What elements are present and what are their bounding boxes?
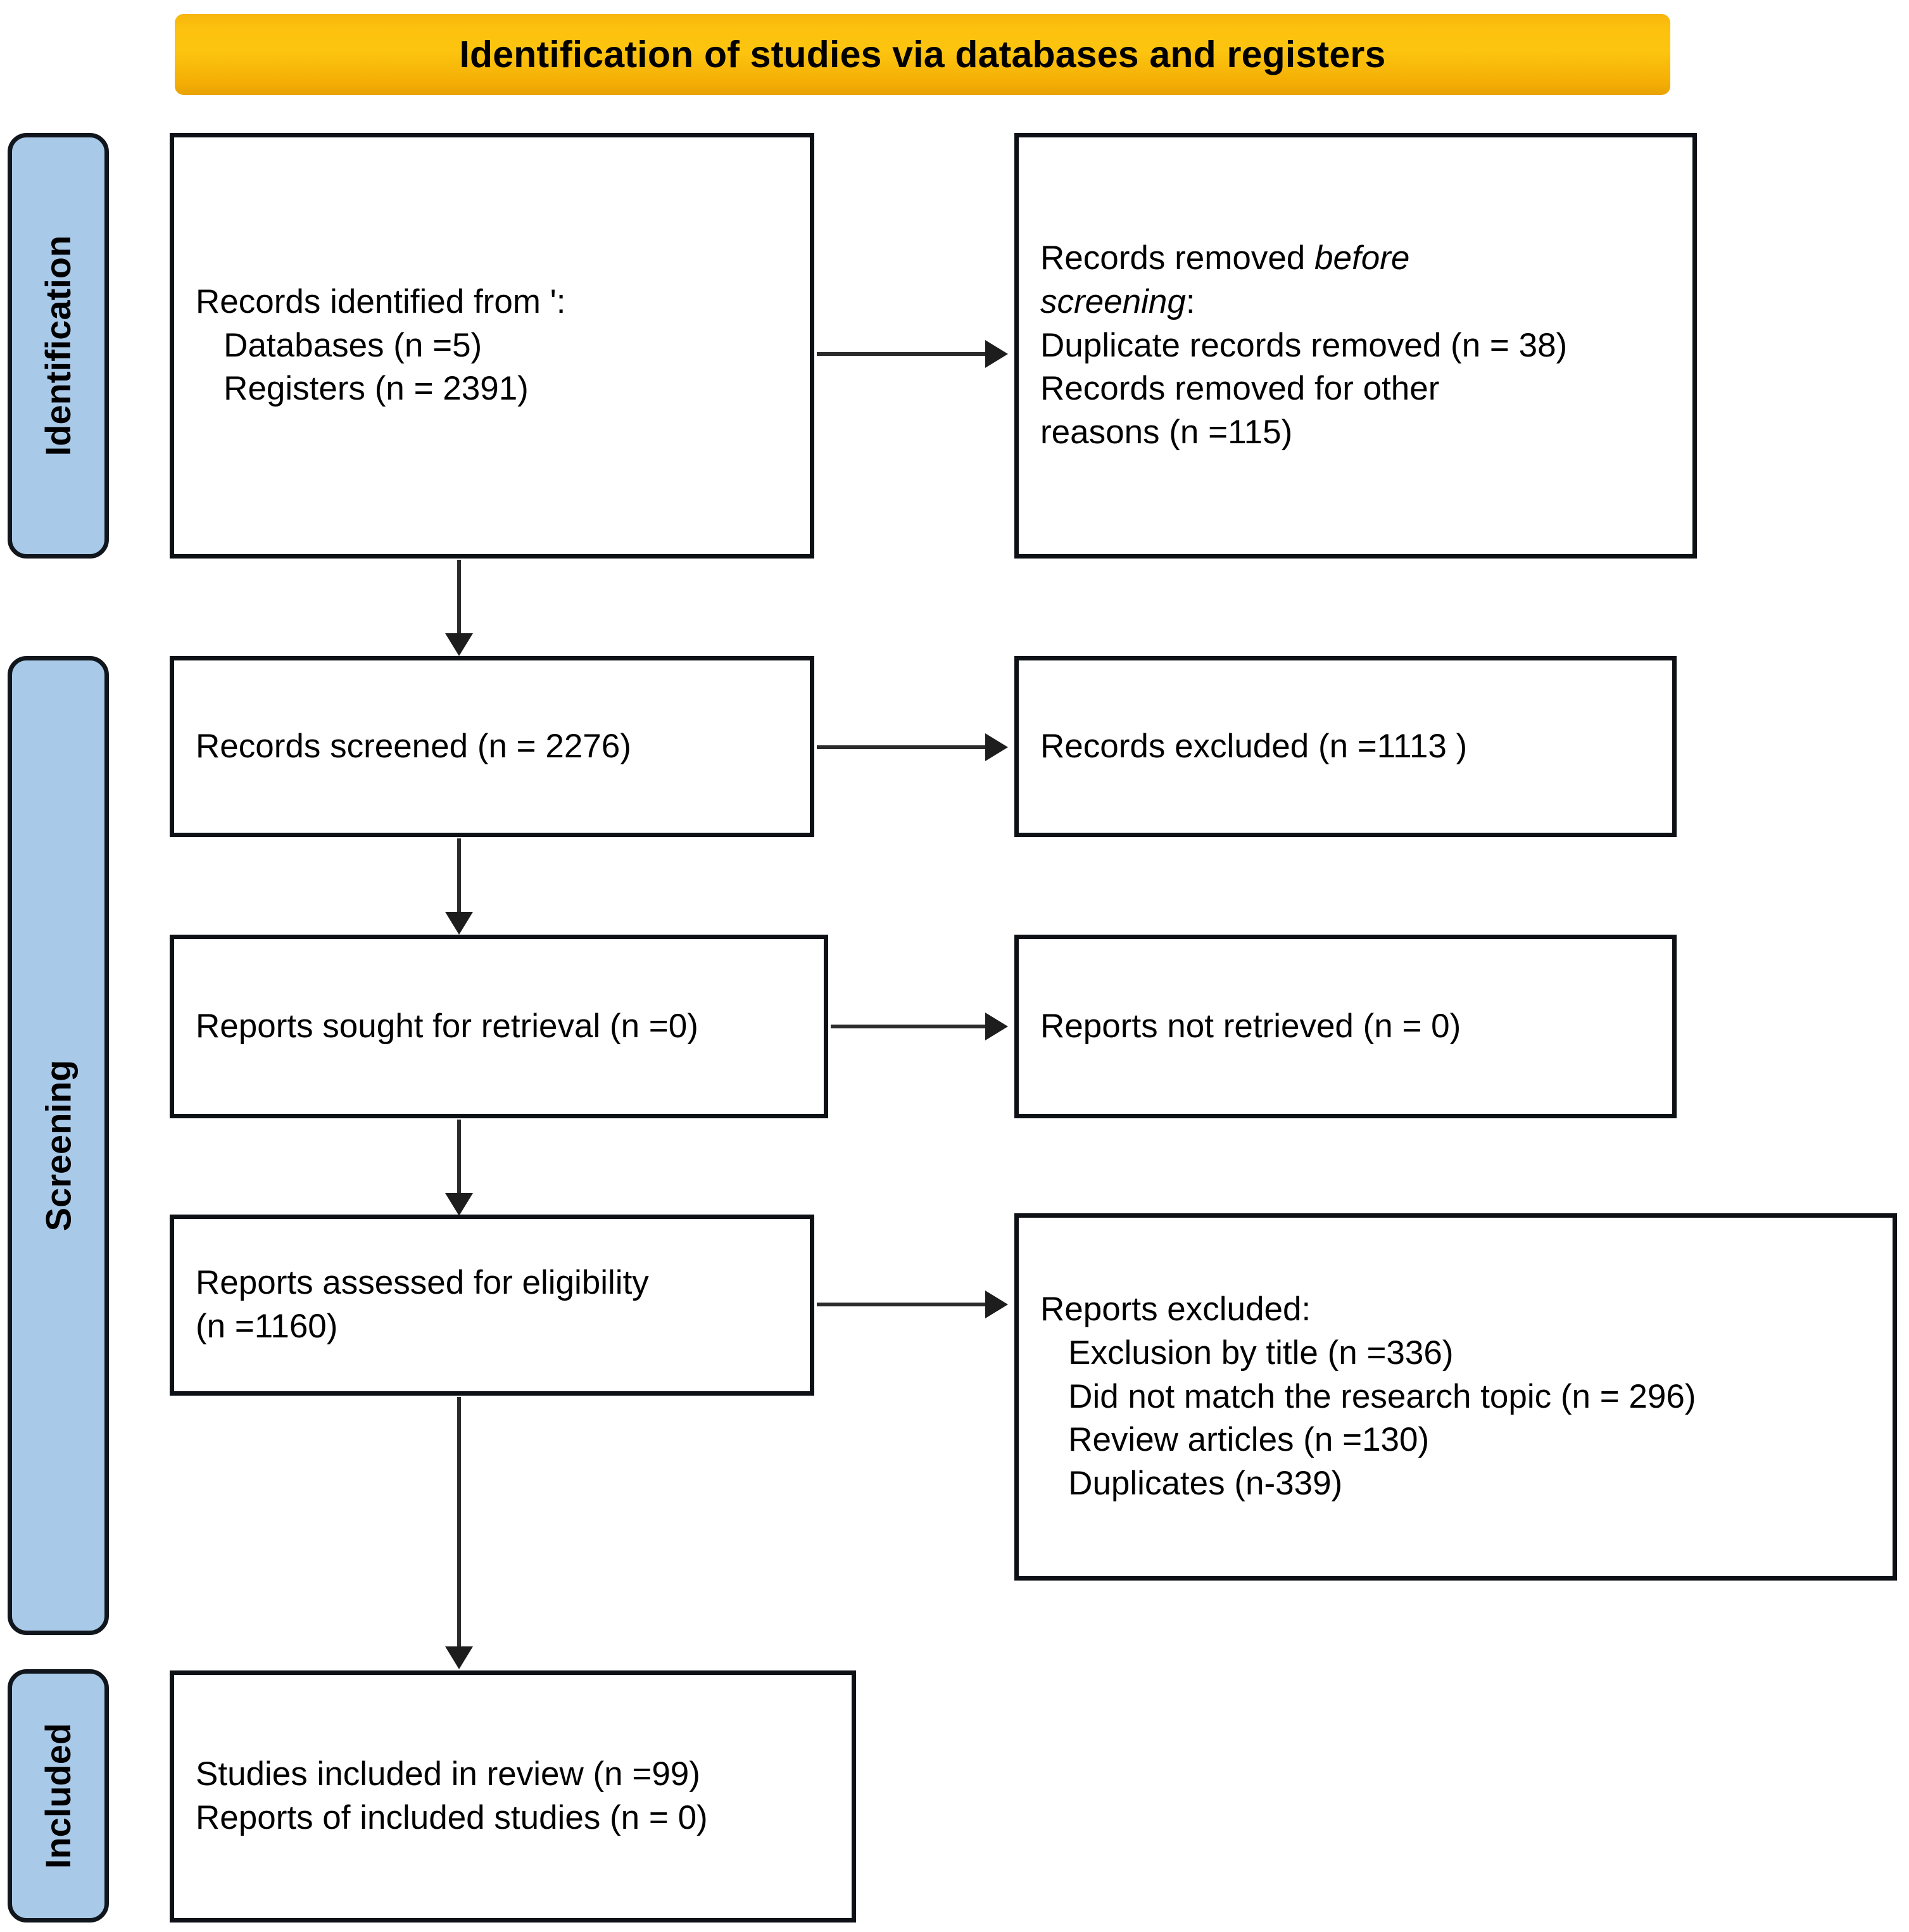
- arrowhead-right-icon: [985, 1291, 1008, 1318]
- connector-assessed-to-included: [457, 1397, 461, 1650]
- phase-tab-identification: Identification: [8, 133, 109, 559]
- reports-excluded-line-2: Exclusion by title (n =336): [1040, 1334, 1454, 1372]
- connector-identified-to-removed: [817, 352, 988, 356]
- phase-tab-included: Included: [8, 1669, 109, 1923]
- records-screened-line-1: Records screened (n = 2276): [196, 727, 631, 765]
- reports-excluded-line-4: Review articles (n =130): [1040, 1421, 1430, 1459]
- reports-excluded-line-5: Duplicates (n-339): [1040, 1465, 1343, 1503]
- arrowhead-right-icon: [985, 1013, 1008, 1040]
- box-records-identified: Records identified from ': Databases (n …: [170, 133, 814, 559]
- records-excluded-line-1: Records excluded (n =1113 ): [1040, 727, 1468, 765]
- connector-screened-to-excluded: [817, 745, 988, 749]
- arrowhead-right-icon: [985, 340, 1008, 368]
- phase-label-screening: Screening: [38, 1059, 79, 1232]
- connector-sought-to-not-retrieved: [831, 1025, 988, 1028]
- arrowhead-down-icon: [445, 912, 473, 935]
- box-records-excluded: Records excluded (n =1113 ): [1014, 656, 1677, 837]
- reports-excluded-line-3: Did not match the research topic (n = 29…: [1040, 1377, 1696, 1415]
- header-banner: Identification of studies via databases …: [175, 14, 1670, 95]
- box-reports-sought-for-retrieval: Reports sought for retrieval (n =0): [170, 935, 828, 1118]
- records-identified-line-1: Records identified from ':: [196, 282, 566, 320]
- connector-identified-to-screened: [457, 560, 461, 637]
- box-reports-excluded: Reports excluded: Exclusion by title (n …: [1014, 1213, 1897, 1581]
- box-records-screened: Records screened (n = 2276): [170, 656, 814, 837]
- connector-screened-to-sought: [457, 838, 461, 916]
- reports-not-retrieved-line-1: Reports not retrieved (n = 0): [1040, 1007, 1461, 1045]
- records-removed-line-3: Duplicate records removed (n = 38): [1040, 326, 1568, 364]
- arrowhead-down-icon: [445, 633, 473, 656]
- phase-tab-screening: Screening: [8, 656, 109, 1635]
- page-title: Identification of studies via databases …: [459, 33, 1386, 75]
- reports-assessed-line-2: (n =1160): [196, 1308, 338, 1345]
- arrowhead-down-icon: [445, 1646, 473, 1669]
- box-studies-included-in-review: Studies included in review (n =99) Repor…: [170, 1670, 856, 1923]
- connector-assessed-to-reports-excluded: [817, 1303, 988, 1306]
- records-identified-line-2: Databases (n =5): [196, 326, 482, 364]
- box-reports-not-retrieved: Reports not retrieved (n = 0): [1014, 935, 1677, 1118]
- records-removed-line-1-emphasis: before: [1314, 239, 1410, 277]
- records-removed-line-2-emphasis: screening: [1040, 282, 1186, 320]
- records-removed-line-2-suffix: :: [1185, 282, 1195, 320]
- records-removed-line-4: Records removed for other: [1040, 370, 1440, 408]
- reports-excluded-line-1: Reports excluded:: [1040, 1290, 1311, 1328]
- arrowhead-down-icon: [445, 1193, 473, 1216]
- records-removed-line-1-prefix: Records removed: [1040, 239, 1315, 277]
- phase-label-identification: Identification: [38, 235, 79, 457]
- records-identified-line-3: Registers (n = 2391): [196, 370, 529, 408]
- reports-sought-line-1: Reports sought for retrieval (n =0): [196, 1007, 698, 1045]
- records-removed-line-1: Records removed before: [1019, 237, 1692, 281]
- box-reports-assessed-for-eligibility: Reports assessed for eligibility (n =116…: [170, 1215, 814, 1396]
- box-records-removed-before-screening: Records removed before screening: Duplic…: [1014, 133, 1697, 559]
- reports-assessed-line-1: Reports assessed for eligibility: [196, 1264, 649, 1302]
- arrowhead-right-icon: [985, 733, 1008, 761]
- studies-included-line-1: Studies included in review (n =99): [196, 1755, 700, 1793]
- connector-sought-to-assessed: [457, 1120, 461, 1197]
- studies-included-line-2: Reports of included studies (n = 0): [196, 1799, 708, 1836]
- phase-label-included: Included: [38, 1722, 79, 1869]
- records-removed-line-5: reasons (n =115): [1040, 414, 1293, 451]
- records-removed-line-2: screening:: [1019, 281, 1692, 324]
